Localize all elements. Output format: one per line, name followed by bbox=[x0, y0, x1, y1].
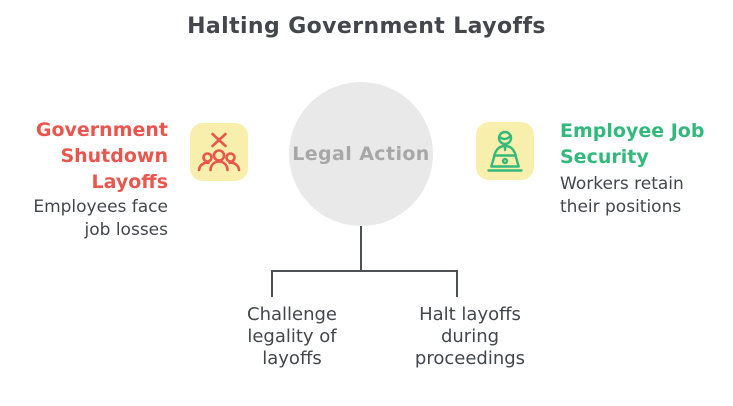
crossed-out-team-icon bbox=[195, 128, 243, 176]
branch-line: layoffs bbox=[262, 348, 322, 369]
left-icon-box bbox=[190, 123, 248, 181]
left-node-subtext: Employees face job losses bbox=[0, 196, 168, 242]
branch-label-challenge-legality: Challenge legality of layoffs bbox=[197, 304, 387, 370]
employee-at-laptop-icon bbox=[481, 127, 529, 175]
left-heading-line: Shutdown bbox=[60, 145, 168, 167]
diagram-title: Halting Government Layoffs bbox=[187, 14, 546, 39]
branch-line: during bbox=[440, 326, 500, 347]
right-node-heading: Employee Job Security bbox=[560, 118, 730, 170]
central-node-legal-action: Legal Action bbox=[289, 82, 433, 226]
branch-line: Challenge bbox=[247, 304, 337, 325]
left-sub-line: Employees face bbox=[33, 197, 168, 217]
right-sub-line: their positions bbox=[560, 197, 682, 217]
right-icon-box bbox=[476, 122, 534, 180]
right-node-subtext: Workers retain their positions bbox=[560, 173, 730, 219]
connector-stub-right bbox=[456, 270, 458, 297]
left-heading-line: Government bbox=[35, 119, 168, 141]
branch-label-halt-layoffs: Halt layoffs during proceedings bbox=[375, 304, 565, 370]
left-sub-line: job losses bbox=[84, 220, 168, 240]
right-heading-line: Employee Job bbox=[560, 120, 705, 142]
left-node-heading: Government Shutdown Layoffs bbox=[0, 117, 168, 195]
connector-stub-left bbox=[271, 270, 273, 297]
central-node-label: Legal Action bbox=[292, 143, 430, 165]
branch-line: proceedings bbox=[414, 348, 526, 369]
right-heading-line: Security bbox=[560, 146, 649, 168]
connector-vertical-main bbox=[360, 226, 362, 272]
branch-line: legality of bbox=[247, 326, 337, 347]
connector-horizontal bbox=[271, 270, 458, 272]
left-heading-line: Layoffs bbox=[91, 171, 168, 193]
branch-line: Halt layoffs bbox=[419, 304, 521, 325]
right-sub-line: Workers retain bbox=[560, 174, 684, 194]
